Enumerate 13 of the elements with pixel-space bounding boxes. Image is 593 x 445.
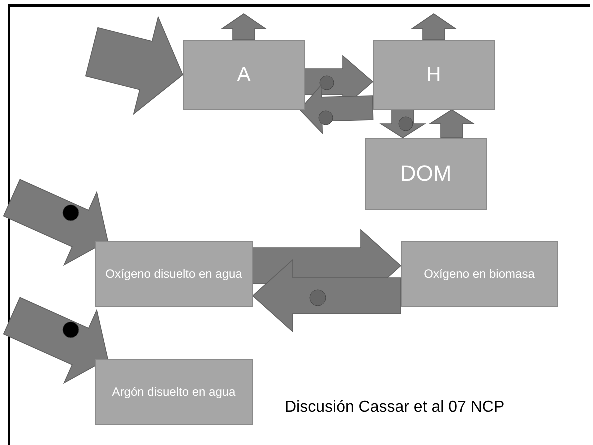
- node-label: Oxígeno disuelto en agua: [106, 267, 242, 281]
- process-box: [401, 241, 558, 307]
- process-box: [95, 241, 253, 307]
- node-label: Oxígeno en biomasa: [424, 267, 535, 281]
- node-label: DOM: [400, 161, 452, 187]
- process-box: [183, 40, 305, 110]
- node-label: A: [237, 64, 251, 86]
- process-box: [365, 138, 487, 210]
- process-box: [373, 40, 495, 110]
- node-label: H: [426, 64, 442, 86]
- note-text: Discusión Cassar et al 07 NCP: [285, 399, 505, 417]
- node-label: Argón disuelto en agua: [112, 385, 236, 399]
- process-box: [95, 359, 253, 425]
